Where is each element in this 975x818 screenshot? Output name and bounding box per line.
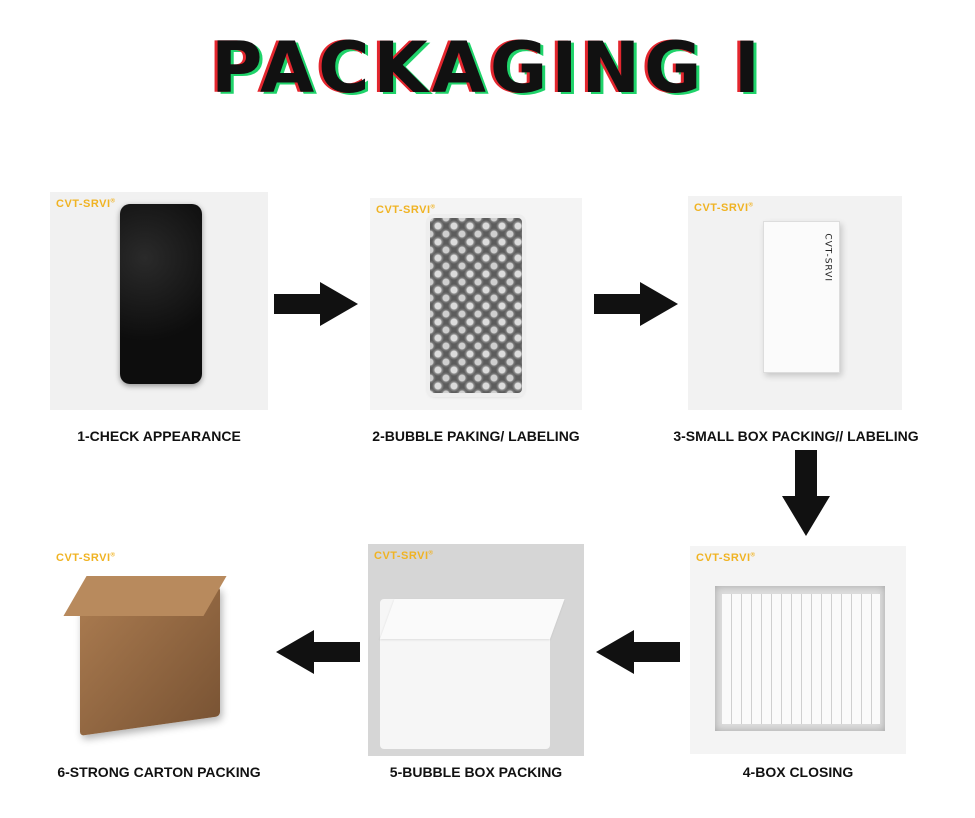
step-2-caption: 2-BUBBLE PAKING/ LABELING xyxy=(372,428,580,444)
packed-panels xyxy=(722,594,880,724)
step-5-photo: CVT-SRVI® xyxy=(368,544,584,756)
brand-watermark: CVT-SRVI® xyxy=(56,198,116,210)
arrow-left-icon xyxy=(276,630,360,674)
bubble-wrap-image xyxy=(430,218,522,393)
open-foam-box-image xyxy=(690,546,906,754)
step-2-photo: CVT-SRVI® xyxy=(370,198,582,410)
step-3-caption: 3-SMALL BOX PACKING// LABELING xyxy=(673,428,919,444)
carton-box-top xyxy=(63,576,227,616)
brand-watermark: CVT-SRVI® xyxy=(376,204,436,216)
step-1-photo: CVT-SRVI® xyxy=(50,192,268,410)
arrow-left-icon xyxy=(596,630,680,674)
step-1-caption: 1-CHECK APPEARANCE xyxy=(77,428,241,444)
arrow-down-icon xyxy=(782,450,830,536)
step-5-caption: 5-BUBBLE BOX PACKING xyxy=(389,764,563,780)
page-title: PACKAGING I xyxy=(211,27,764,109)
brand-watermark: CVT-SRVI® xyxy=(374,550,434,562)
box-label: CVT-SRVI xyxy=(823,233,833,282)
small-box-image: CVT-SRVI xyxy=(763,221,840,373)
brand-watermark: CVT-SRVI® xyxy=(696,552,756,564)
step-3-photo: CVT-SRVI® CVT-SRVI xyxy=(688,196,902,410)
arrow-right-icon xyxy=(594,282,678,326)
step-4-photo: CVT-SRVI® xyxy=(690,546,906,754)
step-6-caption: 6-STRONG CARTON PACKING xyxy=(57,764,261,780)
brand-watermark: CVT-SRVI® xyxy=(694,202,754,214)
arrow-right-icon xyxy=(274,282,358,326)
brand-watermark: CVT-SRVI® xyxy=(56,552,116,564)
phone-screen-image xyxy=(120,204,202,384)
step-4-caption: 4-BOX CLOSING xyxy=(742,764,854,780)
step-6-photo: CVT-SRVI® xyxy=(50,546,268,754)
foam-box-lid xyxy=(380,599,565,639)
title-area: PACKAGING I xyxy=(0,28,975,108)
